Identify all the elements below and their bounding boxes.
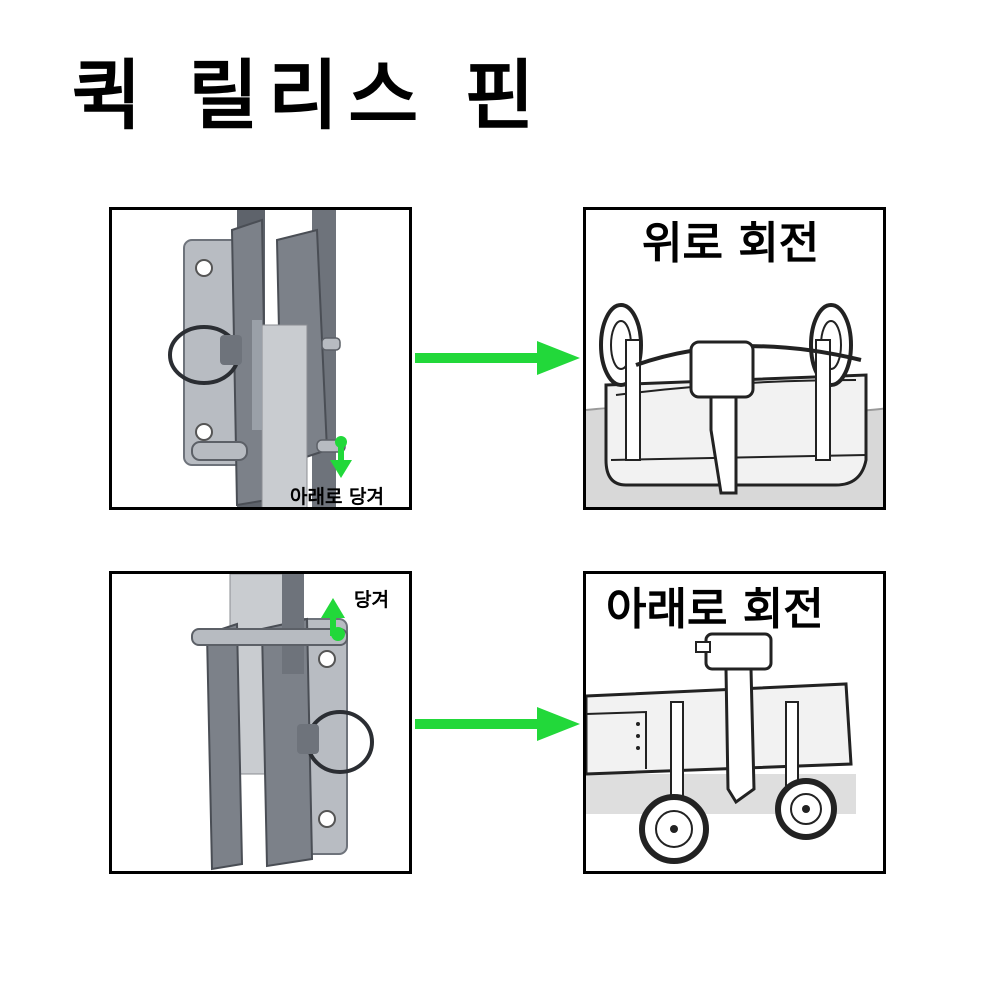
pin-bracket-illustration-top xyxy=(168,210,352,507)
rotate-up-label: 위로 회전 xyxy=(642,218,820,269)
rotate-down-label: 아래로 회전 xyxy=(606,584,824,635)
pin-bracket-illustration-bottom xyxy=(191,574,374,871)
panel-pin-pull-down: 아래로 당겨 xyxy=(109,207,412,510)
arrow-right-icon xyxy=(415,707,580,741)
arrow-right-icon xyxy=(415,341,580,375)
pull-up-label: 당겨 xyxy=(354,589,389,611)
page-title: 퀵 릴리스 핀 xyxy=(72,51,545,140)
panel-pin-pull-up: 당겨 xyxy=(109,571,412,874)
panel-rotate-up: 위로 회전 xyxy=(583,207,886,510)
pull-down-label: 아래로 당겨 xyxy=(290,486,385,508)
boat-wheels-down-illustration xyxy=(586,632,856,864)
panel-rotate-down: 아래로 회전 xyxy=(583,571,886,874)
boat-wheels-up-illustration xyxy=(586,303,883,507)
